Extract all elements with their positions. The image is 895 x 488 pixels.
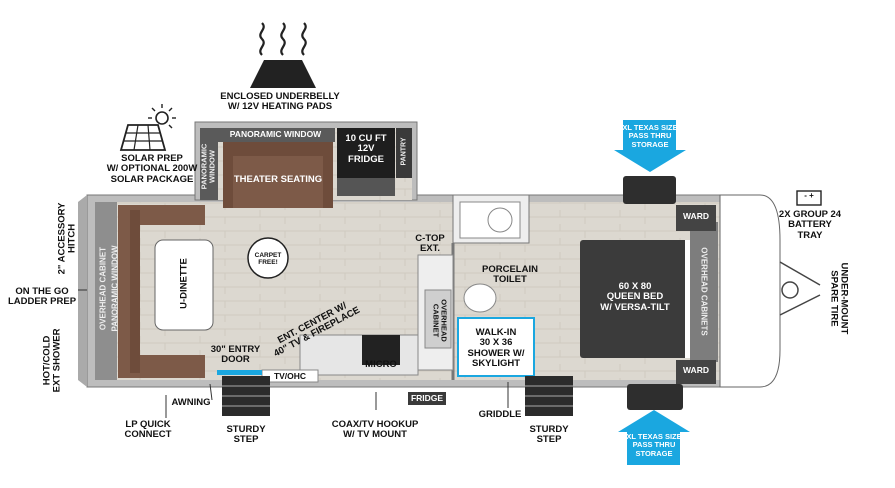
shower-label: WALK-IN 30 X 36 SHOWER W/ SKYLIGHT <box>467 327 525 370</box>
heating-pad-icon <box>250 22 316 88</box>
ext-shower-label: HOT/COLD EXT SHOWER <box>41 328 63 393</box>
ladder-prep-label: ON THE GO LADDER PREP <box>7 286 77 308</box>
panoramic-window-front-label: PANORAMIC WINDOW <box>110 245 120 332</box>
pantry-label: PANTRY <box>400 137 408 166</box>
sturdy-step-right-drawing <box>525 376 573 416</box>
battery-sign-label: - + <box>804 191 814 200</box>
awning-label: AWNING <box>171 397 211 408</box>
sturdy-step-left-label: STURDY STEP <box>226 424 266 446</box>
carpet-free-label: CARPET FREE! <box>254 252 282 267</box>
micro-label: MICRO <box>365 359 397 370</box>
overhead-cabinet-front-label: OVERHEAD CABINET <box>98 246 108 331</box>
solar-panel-icon <box>119 104 176 151</box>
griddle-label: GRIDDLE <box>478 409 522 420</box>
porcelain-toilet-label: PORCELAIN TOILET <box>482 264 538 286</box>
coax-label: COAX/TV HOOKUP W/ TV MOUNT <box>331 419 419 441</box>
solar-label: SOLAR PREP W/ OPTIONAL 200W SOLAR PACKAG… <box>106 153 198 185</box>
underbelly-label: ENCLOSED UNDERBELLY W/ 12V HEATING PADS <box>220 91 340 113</box>
ctop-ext-label: C-TOP EXT. <box>415 233 445 255</box>
entry-door-label: 30" ENTRY DOOR <box>210 344 261 366</box>
fridge-label: 10 CU FT 12V FRIDGE <box>345 133 387 165</box>
lp-connect-label: LP QUICK CONNECT <box>124 419 172 441</box>
ward-top-label: WARD <box>683 211 709 221</box>
u-dinette-label: U-DINETTE <box>178 258 190 309</box>
battery-tray-label: 2X GROUP 24 BATTERY TRAY <box>778 209 842 241</box>
tv-ohc-label: TV/OHC <box>273 371 307 381</box>
overhead-cabinets-bed-label: OVERHEAD CABINETS <box>699 247 709 336</box>
storage-bottom-label: XL TEXAS SIZE PASS THRU STORAGE <box>626 432 682 458</box>
theater-seating-label: THEATER SEATING <box>233 174 323 185</box>
sturdy-step-left-drawing <box>222 376 270 416</box>
queen-bed-label: 60 X 80 QUEEN BED W/ VERSA-TILT <box>600 281 670 313</box>
accessory-hitch-label: 2" ACCESSORY HITCH <box>56 202 78 275</box>
fridge-outside-label: FRIDGE <box>410 393 444 403</box>
sturdy-step-right-label: STURDY STEP <box>529 424 569 446</box>
panoramic-window-side-label: PANORAMIC WINDOW <box>199 143 217 190</box>
overhead-cabinet-kitchen-label: OVERHEAD CABINET <box>432 299 449 342</box>
ward-bottom-label: WARD <box>683 365 709 375</box>
panoramic-window-top-label: PANORAMIC WINDOW <box>229 129 322 139</box>
storage-top-label: XL TEXAS SIZE PASS THRU STORAGE <box>622 123 678 149</box>
spare-tire-label: UNDER-MOUNT SPARE TIRE <box>828 262 850 335</box>
